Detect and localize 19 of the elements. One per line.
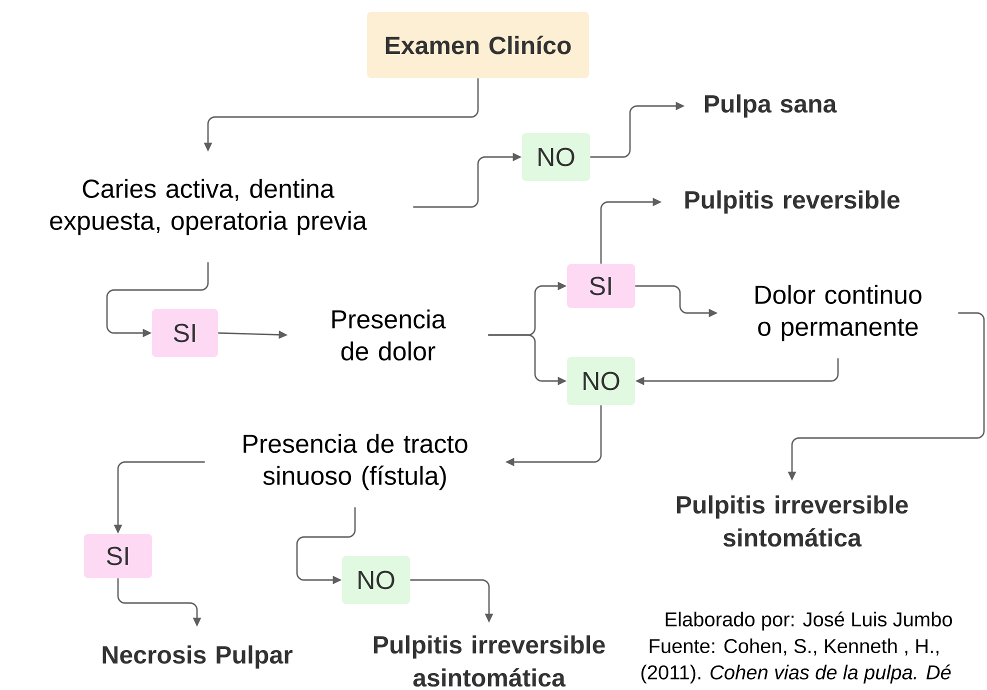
credit-text: Fuente: Cohen, S., Kenneth , H.,: [650, 638, 938, 656]
question-text: Caries activa, dentina expuesta, operatoria previa: [50, 178, 367, 236]
question-text: Presencia de dolor: [332, 309, 446, 361]
diagnosis-text: Pulpitis irreversible sintomática: [676, 495, 908, 547]
no-box: NO: [342, 556, 410, 604]
yes-box: SI: [84, 534, 152, 578]
diagnosis-text: Pulpitis irreversible asintomática: [374, 635, 605, 687]
yes-box: SI: [567, 264, 635, 308]
no-box: NO: [522, 133, 590, 181]
credit-text: (2011). Cohen vias de la pulpa. Dé: [641, 664, 951, 684]
question-text: Presencia de tracto sinuoso (fístula): [244, 434, 468, 490]
no-box: NO: [567, 357, 635, 405]
credit-text: Elaborado por: José Luis Jumbo: [666, 612, 952, 630]
diagnosis-text: Pulpitis reversible: [685, 190, 900, 214]
start-box: Examen Cliníco: [367, 12, 589, 78]
question-text: Dolor continuo o permanente: [756, 284, 922, 342]
diagnosis-text: Necrosis Pulpar: [102, 645, 292, 669]
diagnosis-text: Pulpa sana: [705, 94, 837, 118]
yes-box: SI: [152, 309, 218, 357]
